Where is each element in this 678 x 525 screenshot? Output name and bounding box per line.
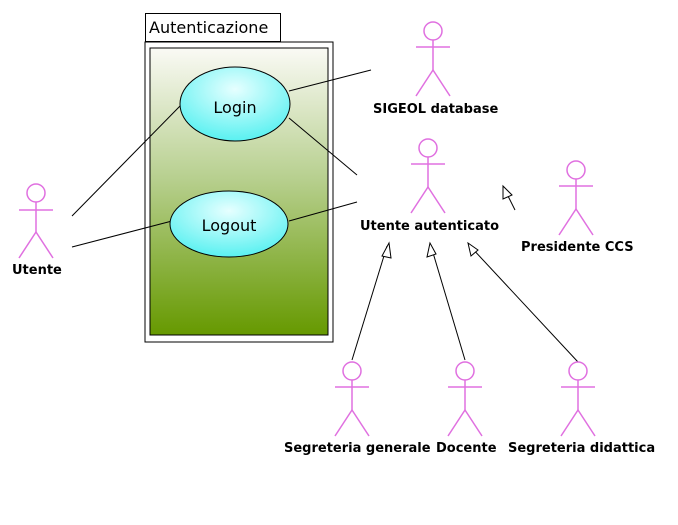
gen-arrowhead-presidente-ccs — [502, 184, 513, 200]
actor-utente-autenticato[interactable] — [410, 138, 446, 214]
actor-docente-label: Docente — [436, 441, 497, 456]
gen-arrowhead-segreteria-generale — [381, 241, 392, 259]
actor-presidente-ccs-label: Presidente CCS — [521, 240, 634, 255]
gen-docente — [430, 245, 466, 361]
assoc-utente-login — [71, 103, 183, 217]
usecase-login-label: Login — [213, 98, 257, 117]
assoc-logout-utente-autenticato — [288, 201, 358, 222]
gen-segreteria-didattica — [469, 245, 579, 363]
actor-utente-autenticato-label: Utente autenticato — [360, 219, 500, 234]
actor-sigeol-database[interactable] — [415, 21, 451, 97]
usecase-login[interactable] — [179, 66, 291, 142]
actor-segreteria-didattica-label: Segreteria didattica — [508, 441, 656, 456]
usecase-logout[interactable] — [169, 190, 289, 258]
actor-segreteria-didattica[interactable] — [560, 361, 596, 437]
package-title: Autenticazione — [149, 18, 269, 37]
gen-arrowhead-docente — [426, 241, 437, 258]
actor-segreteria-generale-label: Segreteria generale — [284, 441, 431, 456]
assoc-utente-logout — [71, 220, 173, 248]
package-tab — [145, 13, 281, 42]
actor-docente[interactable] — [447, 361, 483, 437]
actor-segreteria-generale[interactable] — [334, 361, 370, 437]
actor-sigeol-database-label: SIGEOL database — [373, 102, 499, 117]
actor-utente-label: Utente — [12, 263, 62, 278]
gen-segreteria-generale — [351, 245, 388, 361]
assoc-login-utente-autenticato — [288, 117, 358, 176]
assoc-login-sigeol — [288, 69, 372, 92]
actor-presidente-ccs[interactable] — [558, 160, 594, 236]
usecase-logout-label: Logout — [201, 216, 257, 235]
gen-arrowhead-segreteria-didattica — [467, 241, 479, 257]
actor-utente[interactable] — [18, 183, 54, 259]
